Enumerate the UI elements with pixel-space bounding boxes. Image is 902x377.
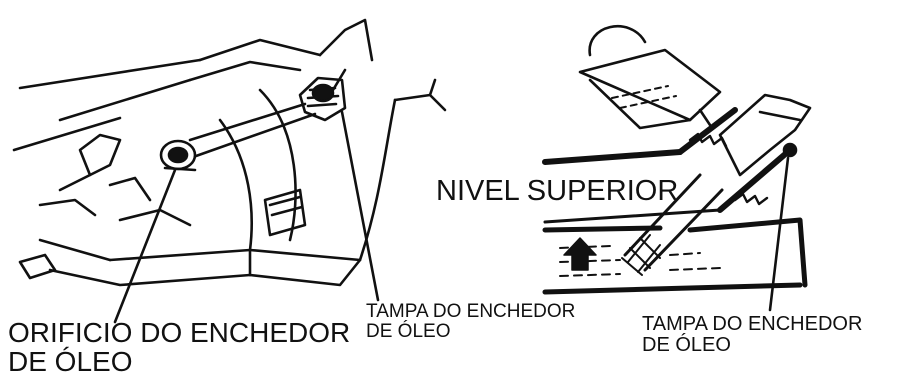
label-upper-level: NIVEL SUPERIOR	[436, 175, 679, 207]
label-oil-filler-cap-left-line2: DE ÓLEO	[366, 320, 451, 342]
leader-line-filler-cap-right	[768, 156, 790, 312]
upper-level-arrow-icon	[563, 237, 597, 271]
label-oil-filler-cap-right-line2: DE ÓLEO	[642, 334, 731, 356]
oil-filler-cap-left	[298, 76, 347, 122]
oil-filler-neck	[542, 107, 793, 224]
leader-line-filler-cap-left	[340, 110, 380, 302]
oil-filler-hole	[159, 139, 197, 172]
oil-filler-cap-right	[621, 93, 812, 276]
label-oil-filler-cap-left-line1: TAMPA DO ENCHEDOR	[366, 301, 576, 322]
oil-can-icon	[578, 25, 722, 130]
leader-line-filler-hole	[113, 168, 177, 324]
label-oil-filler-hole-line1: ORIFICIO DO ENCHEDOR	[8, 317, 351, 348]
engine-illustration	[12, 18, 447, 287]
label-oil-filler-hole-line2: DE ÓLEO	[8, 346, 133, 377]
label-oil-filler-cap-left: TAMPA DO ENCHEDOR DE ÓLEO	[366, 302, 575, 342]
label-oil-filler-hole: ORIFICIO DO ENCHEDOR DE ÓLEO	[8, 318, 350, 377]
oil-level-area	[542, 217, 808, 295]
label-oil-filler-cap-right-line1: TAMPA DO ENCHEDOR	[642, 313, 863, 335]
label-oil-filler-cap-right: TAMPA DO ENCHEDOR DE ÓLEO	[642, 314, 862, 356]
